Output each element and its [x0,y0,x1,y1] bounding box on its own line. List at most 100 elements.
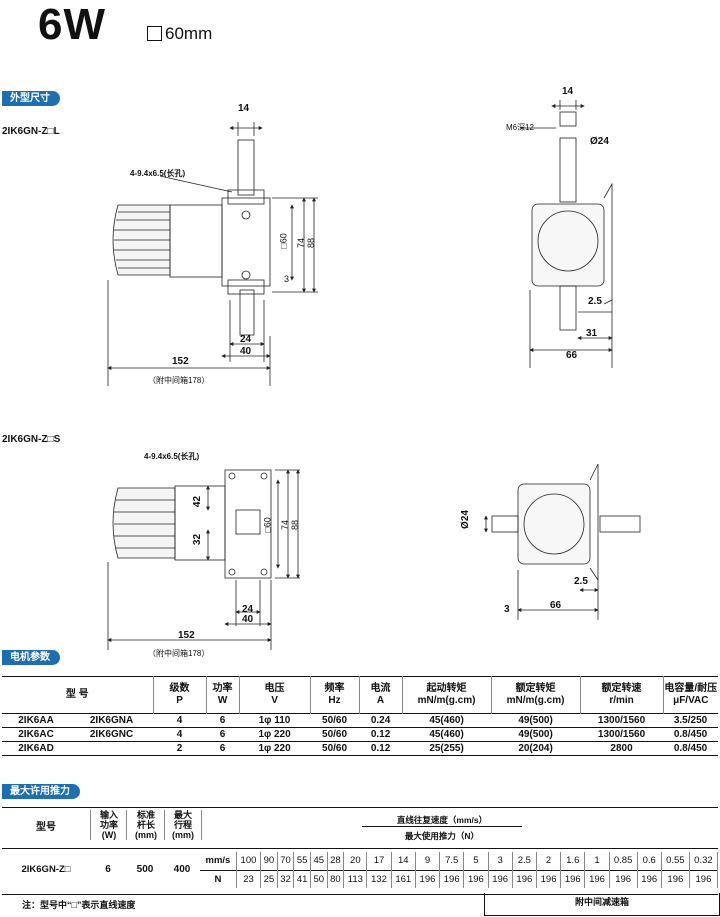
page-title: 6W [38,0,106,49]
force-cell: 196 [584,870,610,888]
dim-40-l: 40 [240,346,252,357]
hole-note-s: 4-9.4x6.5(长孔) [144,452,200,461]
dim-14-l: 14 [238,103,250,114]
section-badge-dimensions: 外型尺寸 [2,91,60,106]
frame-size: 60mm [165,24,213,43]
dim-24-l: 24 [240,334,252,345]
unit-speed: mm/s [200,852,237,870]
force-cell: 196 [609,870,638,888]
speed-cell: 7.5 [439,852,465,870]
force-cell: 196 [536,870,562,888]
force-cell: 196 [463,870,489,888]
drawing-s [107,463,641,650]
hole-note-l: 4-9.4x6.5(长孔) [130,169,186,178]
speed-cell: 1.6 [560,852,586,870]
force-cell: 196 [439,870,465,888]
dim-40-s: 40 [242,614,254,625]
model-label-l: 2IK6GN-Z□L [2,126,60,137]
speed-cell: 70 [277,852,295,870]
speed-cell: 3 [488,852,513,870]
dim-88-l: 88 [306,237,317,249]
side-25-s: 2.5 [574,576,588,587]
dim-74-s: 74 [280,519,291,531]
dim-60-s: □60 [262,517,273,533]
square-symbol [147,26,162,41]
model-label-s: 2IK6GN-Z□S [2,434,61,445]
force-cell: 50 [310,870,328,888]
side-31-l: 31 [586,328,598,339]
force-cell: 25 [260,870,278,888]
speed-cell: 0.32 [689,852,719,870]
force-cell: 80 [327,870,345,888]
speed-cell: 2.5 [512,852,537,870]
speed-cell: 0.6 [637,852,662,870]
dim-3-l: 3 [284,274,290,284]
force-cell: 161 [391,870,416,888]
thrust-table: 型号 输入 功率 (W) 标准 杆长 (mm) 最大 行程 (mm) 直线往复速… [2,807,719,895]
speed-cell: 0.85 [609,852,638,870]
speed-cell: 90 [260,852,278,870]
side-d24-l: Ø24 [590,136,609,147]
note-178-s: （附中间箱178） [148,649,210,658]
speed-cell: 17 [366,852,392,870]
speed-cell: 0.55 [661,852,690,870]
force-cell: 196 [560,870,586,888]
speed-cell: 28 [327,852,345,870]
dim-152-s: 152 [178,630,195,641]
unit-force: N [200,870,237,888]
thrust-h-thrust: 最大使用推力（N） [404,831,480,841]
speed-cell: 1 [584,852,610,870]
speed-cell: 100 [236,852,262,870]
force-cell: 196 [415,870,441,888]
section-badge-max-thrust: 最大许用推力 [2,784,80,799]
dim-42-s: 42 [192,495,204,508]
note-178-l: （附中间箱178） [148,376,210,385]
force-cell: 196 [637,870,662,888]
speed-cell: 45 [310,852,328,870]
force-cell: 32 [277,870,295,888]
thrust-h-model: 型号 [36,822,56,833]
side-66-l: 66 [566,350,578,361]
dim-152-l: 152 [172,356,189,367]
force-cell: 132 [366,870,392,888]
speed-cell: 14 [391,852,416,870]
speed-cell: 20 [343,852,368,870]
speed-cell: 5 [463,852,489,870]
speed-cell: 9 [415,852,441,870]
dim-88-s: 88 [290,519,301,531]
thrust-h-speed: 直线往复速度（mm/s） [362,814,522,827]
thrust-h-power: 输入 功率 (W) [90,810,127,840]
dim-24-s: 24 [242,604,254,615]
thrust-model: 2IK6GN-Z□ [21,864,71,875]
force-cell: 196 [661,870,690,888]
force-cell: 196 [488,870,513,888]
section-badge-motor-params: 电机参数 [2,650,60,665]
side-m6-note: M6深12 [506,123,535,132]
force-cell: 196 [689,870,719,888]
speed-cell: 55 [293,852,311,870]
force-cell: 196 [512,870,537,888]
col-model: 型 号 [2,676,154,714]
thrust-max-stroke: 400 [173,864,191,875]
side-66-s: 66 [550,600,562,611]
thrust-power: 6 [105,864,111,875]
thrust-h-max: 最大 行程 (mm) [164,810,202,840]
dim-74-l: 74 [296,237,307,249]
thrust-stroke: 500 [136,864,154,875]
force-cell: 41 [293,870,311,888]
